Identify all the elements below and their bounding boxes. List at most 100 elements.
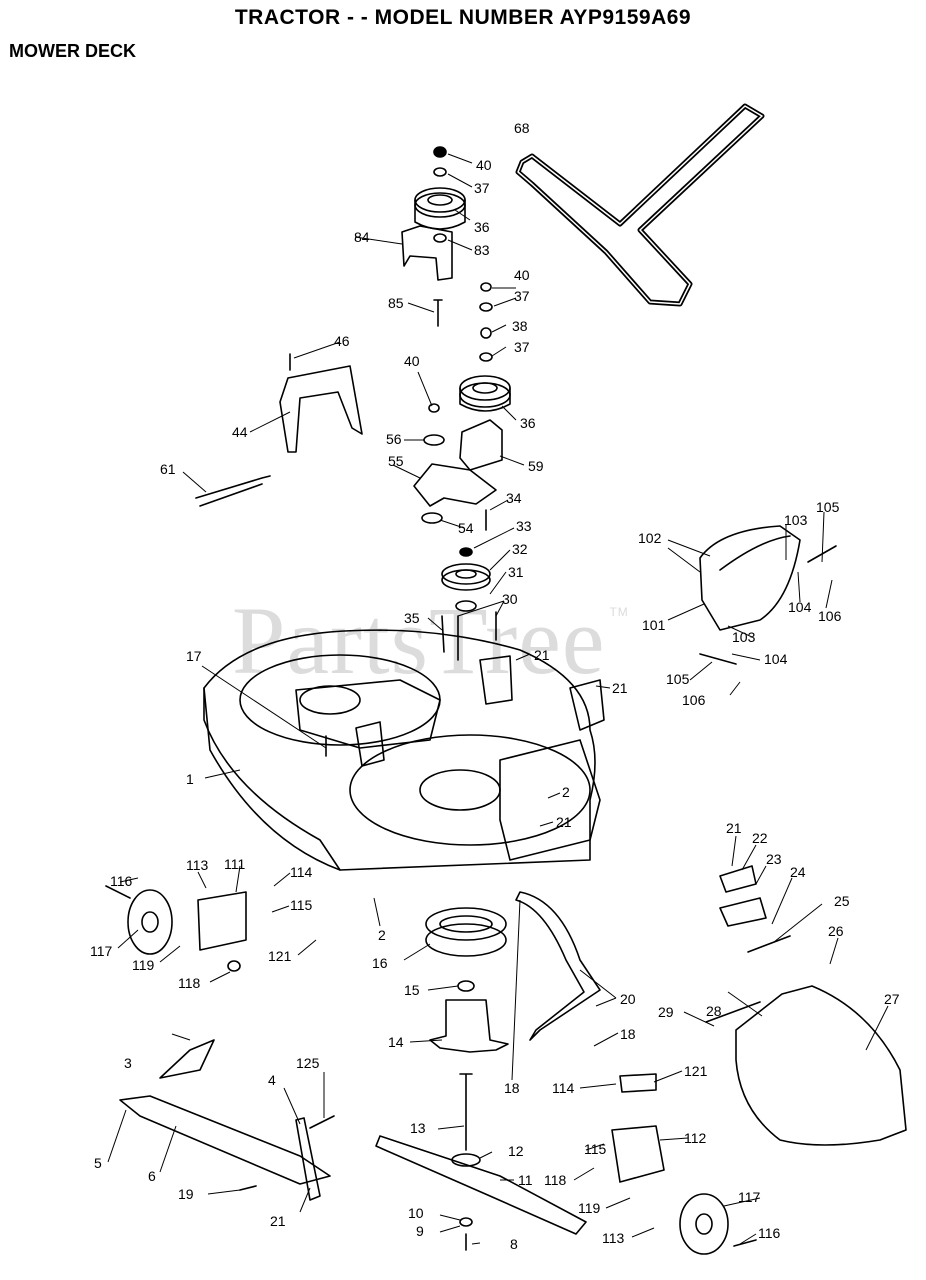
callout-number: 105 bbox=[816, 499, 840, 515]
idler-spring bbox=[195, 475, 271, 507]
callout-number: 1 bbox=[186, 771, 194, 787]
callout-number: 17 bbox=[186, 648, 202, 664]
callout-number: 105 bbox=[666, 671, 690, 687]
callout-number: 38 bbox=[512, 318, 528, 334]
mower-blade bbox=[375, 1135, 587, 1235]
callout-number: 40 bbox=[404, 353, 420, 369]
callout-number: 106 bbox=[682, 692, 706, 708]
callout-number: 11 bbox=[518, 1172, 533, 1188]
leader-lines bbox=[107, 153, 889, 1245]
callout-number: 68 bbox=[514, 120, 530, 136]
callout-number: 114 bbox=[290, 864, 313, 880]
callout-number: 103 bbox=[732, 629, 756, 645]
spring bbox=[747, 935, 791, 953]
belt-guard bbox=[401, 225, 453, 281]
discharge-chute bbox=[735, 985, 907, 1146]
washer-stack bbox=[479, 282, 493, 362]
callout-number: 26 bbox=[828, 923, 844, 939]
callout-number: 104 bbox=[788, 599, 812, 615]
wheel-bracket-left bbox=[197, 891, 247, 951]
top-nut-washer bbox=[433, 146, 447, 177]
mower-deck-housing bbox=[203, 629, 605, 871]
callout-number: 61 bbox=[160, 461, 176, 477]
bracket-plate bbox=[619, 1073, 657, 1093]
callout-number: 103 bbox=[784, 512, 808, 528]
callout-number: 19 bbox=[178, 1186, 194, 1202]
callout-number: 12 bbox=[508, 1143, 524, 1159]
callout-number: 37 bbox=[514, 339, 530, 355]
callout-number: 9 bbox=[416, 1223, 424, 1239]
callout-number: 33 bbox=[516, 518, 532, 534]
spring bbox=[309, 1115, 335, 1129]
callout-number: 32 bbox=[512, 541, 528, 557]
callout-number: 113 bbox=[186, 857, 209, 873]
bolt bbox=[239, 1185, 257, 1191]
callout-number: 21 bbox=[556, 814, 572, 830]
callout-number: 125 bbox=[296, 1055, 320, 1071]
nut-washer bbox=[423, 403, 445, 446]
callout-number: 40 bbox=[514, 267, 530, 283]
callout-number: 101 bbox=[642, 617, 666, 633]
callout-number: 117 bbox=[738, 1189, 761, 1205]
callout-number: 37 bbox=[514, 288, 530, 304]
callout-number: 5 bbox=[94, 1155, 102, 1171]
callout-number: 116 bbox=[758, 1225, 781, 1241]
deflector-edge bbox=[719, 535, 791, 571]
callout-number: 36 bbox=[520, 415, 536, 431]
callout-number: 14 bbox=[388, 1034, 404, 1050]
callout-number: 115 bbox=[290, 897, 313, 913]
callout-number: 2 bbox=[378, 927, 386, 943]
callout-number: 44 bbox=[232, 424, 248, 440]
washer bbox=[421, 512, 443, 524]
callout-number: 106 bbox=[818, 608, 842, 624]
drive-belt bbox=[515, 103, 765, 307]
spacer bbox=[433, 233, 447, 243]
callout-number: 37 bbox=[474, 180, 490, 196]
callout-number: 35 bbox=[404, 610, 420, 626]
callout-number: 83 bbox=[474, 242, 490, 258]
callout-number: 16 bbox=[372, 955, 388, 971]
spindle-shaft bbox=[459, 1073, 473, 1151]
link-bracket bbox=[295, 1117, 321, 1201]
callout-number: 40 bbox=[476, 157, 492, 173]
bolt bbox=[433, 299, 443, 327]
washer bbox=[459, 1217, 473, 1227]
callout-number: 31 bbox=[508, 564, 524, 580]
gauge-wheel-right bbox=[679, 1193, 757, 1255]
callout-number: 20 bbox=[620, 991, 636, 1007]
callout-number: 4 bbox=[268, 1072, 276, 1088]
diagram-title: TRACTOR - - MODEL NUMBER AYP9159A69 bbox=[234, 6, 692, 29]
callout-number: 121 bbox=[268, 948, 292, 964]
callout-number: 29 bbox=[658, 1004, 674, 1020]
idler-bracket bbox=[459, 419, 503, 471]
callout-number: 23 bbox=[766, 851, 782, 867]
callout-number: 112 bbox=[684, 1130, 707, 1146]
callout-number: 13 bbox=[410, 1120, 426, 1136]
front-link bbox=[119, 1095, 331, 1185]
deflector-rod-lower bbox=[699, 653, 737, 665]
blade-spindle-housing bbox=[425, 907, 507, 957]
belt-guard-left bbox=[279, 365, 363, 453]
callout-number: 119 bbox=[578, 1200, 601, 1216]
callout-number: 18 bbox=[620, 1026, 636, 1042]
idler-pulley-top bbox=[414, 187, 466, 230]
link-block bbox=[719, 865, 757, 893]
callout-number: 30 bbox=[502, 591, 518, 607]
callout-number: 102 bbox=[638, 530, 662, 546]
callout-number: 21 bbox=[612, 680, 628, 696]
callout-number: 54 bbox=[458, 520, 474, 536]
callout-number: 59 bbox=[528, 458, 544, 474]
callout-number: 8 bbox=[510, 1236, 518, 1252]
callout-number: 85 bbox=[388, 295, 404, 311]
callout-number: 118 bbox=[178, 975, 201, 991]
callout-number: 119 bbox=[132, 957, 155, 973]
callout-number: 27 bbox=[884, 991, 900, 1007]
callout-number: 104 bbox=[764, 651, 788, 667]
callout-number: 21 bbox=[726, 820, 742, 836]
callout-number: 10 bbox=[408, 1205, 424, 1221]
chute-rod bbox=[705, 1001, 761, 1023]
center-pulley bbox=[441, 547, 491, 612]
callout-number: 2 bbox=[562, 784, 570, 800]
callout-number: 21 bbox=[534, 647, 550, 663]
